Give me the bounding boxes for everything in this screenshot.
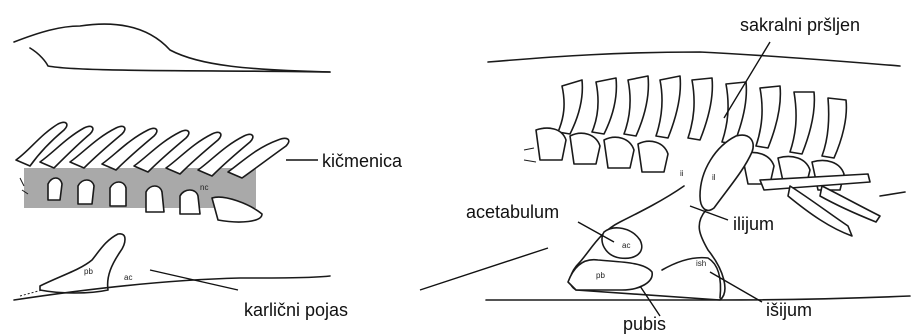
- label-pelvic-girdle: karlični pojas: [244, 300, 348, 320]
- left-ac-tag: ac: [124, 273, 132, 282]
- label-ilium: ilijum: [733, 214, 774, 234]
- right-panel: il ii ac pb ish: [486, 52, 910, 300]
- right-il-tag: il: [712, 173, 716, 182]
- leader-pubis: [640, 286, 660, 316]
- right-ish-tag: ish: [696, 259, 706, 268]
- right-ventral-rods: [760, 174, 905, 236]
- label-ischium: išijum: [766, 300, 812, 320]
- leader-pelvic-left: [150, 270, 238, 290]
- right-ii-tag: ii: [680, 169, 684, 178]
- left-dorsal-fold: [30, 48, 330, 72]
- label-sacral-vertebra: sakralni pršljen: [740, 15, 860, 35]
- right-ischium-outline: [662, 258, 721, 298]
- label-acetabulum: acetabulum: [466, 202, 559, 222]
- left-dorsal-outline: [14, 24, 330, 72]
- left-pb-tag: pb: [84, 267, 93, 276]
- right-neural-spines: [558, 76, 846, 158]
- left-pubis-dots: [20, 290, 42, 296]
- left-panel: nc pb ac: [14, 24, 330, 300]
- right-ac-tag: ac: [622, 241, 630, 250]
- label-vertebral-column: kičmenica: [322, 151, 403, 171]
- leader-ischium: [710, 272, 762, 302]
- right-dorsal-outline: [488, 52, 900, 66]
- label-pubis: pubis: [623, 314, 666, 334]
- right-pb-tag: pb: [596, 271, 605, 280]
- left-pubis-bone: [40, 234, 125, 293]
- left-nc-tag: nc: [200, 183, 208, 192]
- right-pubis-bone: [568, 260, 652, 290]
- leader-pelvic-right: [420, 248, 548, 290]
